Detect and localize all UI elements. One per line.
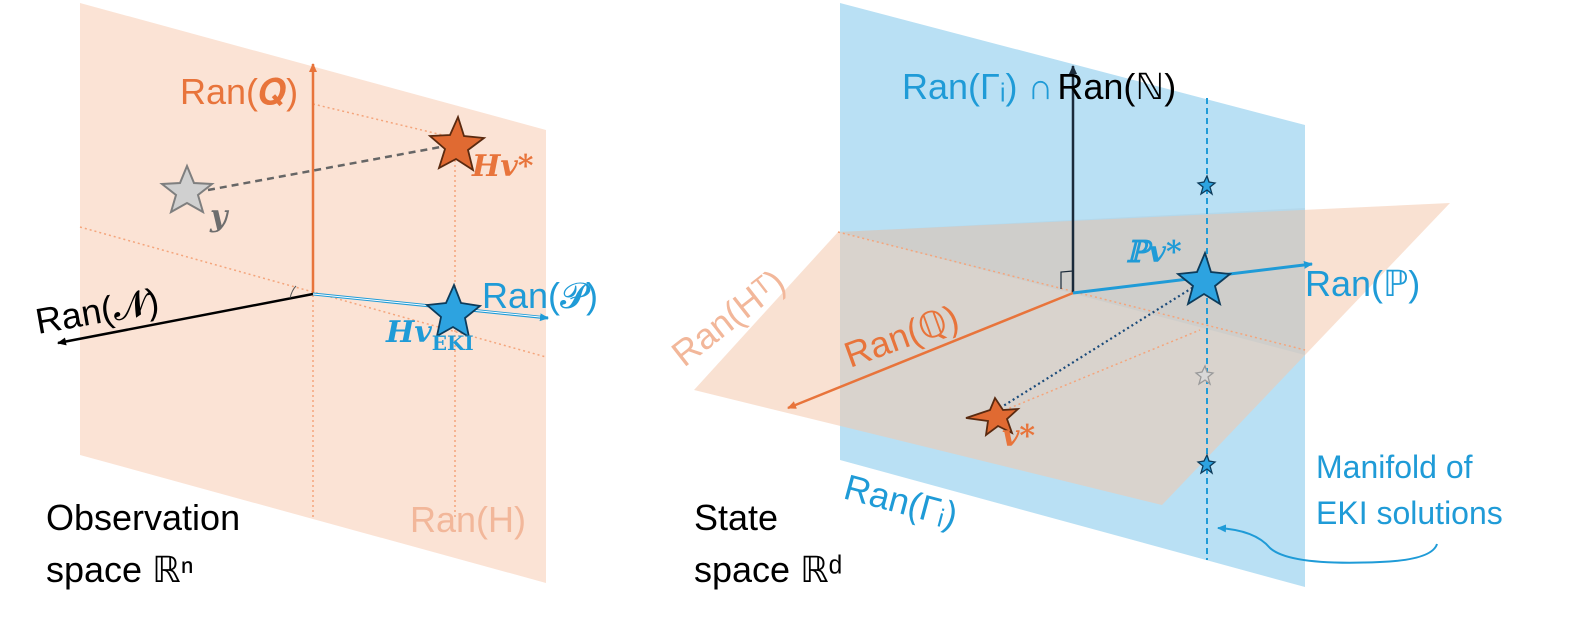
star-pv-label: ℙv*: [1126, 235, 1182, 270]
right-caption-line2: space ℝᵈ: [694, 549, 842, 590]
left-caption-line2: space ℝⁿ: [46, 549, 194, 590]
axis-ran-n: [57, 292, 314, 346]
star-y-icon: [159, 163, 215, 215]
small-star-gray-icon: [1194, 364, 1215, 386]
star-v-icon: [965, 396, 1021, 438]
projection-dotted-line: [999, 282, 1201, 409]
guide-line: [312, 103, 456, 139]
small-star-icon: [1196, 453, 1217, 475]
star-hv-icon: [427, 114, 487, 172]
left-caption-line1: Observation: [46, 497, 240, 538]
guide-line: [837, 231, 1306, 351]
small-star-icon: [1196, 174, 1217, 196]
axis-ran-q-label: Ran(𝑸): [180, 71, 298, 112]
axis-ran-q: [787, 291, 1074, 410]
star-pv-icon: [1175, 250, 1233, 306]
axis-ran-p-label: Ran(𝓟): [482, 275, 598, 316]
star-v-label: v*: [1002, 419, 1035, 454]
axis-top-label-b: Ran(ℕ): [1057, 66, 1176, 107]
right-angle-mark: [1060, 270, 1074, 289]
angle-mark: [289, 285, 297, 299]
left-panel-observation-space: Ran(𝑸) Ran(𝓝) Ran(𝓟) y Hv* HvEKI Ran(H) …: [32, 3, 598, 590]
manifold-pointer-arrow: [1217, 524, 1438, 564]
guide-line: [999, 329, 1201, 413]
projection-dashed-line: [207, 144, 447, 192]
star-hveki-main: Hv: [385, 315, 432, 350]
axis-ran-p-label: Ran(ℙ): [1305, 263, 1420, 304]
ht-plane: [694, 203, 1450, 505]
star-hveki-sub: EKI: [432, 331, 474, 355]
manifold-label-line2: EKI solutions: [1316, 495, 1503, 531]
star-hveki-icon: [424, 282, 483, 339]
axis-top-label-a: Ran(Γᵢ) ∩: [902, 66, 1053, 107]
right-panel-state-space: Ran(Γᵢ) ∩Ran(ℕ) ℙv* Ran(ℙ) Ran(ℚ) Ran(Hᵀ…: [664, 3, 1503, 590]
plane-ran-h-label: Ran(H): [410, 499, 526, 540]
star-hv-label: Hv*: [471, 149, 534, 184]
axis-top-label: Ran(Γᵢ) ∩Ran(ℕ): [902, 66, 1176, 107]
right-caption-line1: State: [694, 497, 778, 538]
star-hveki-label: HvEKI: [385, 315, 474, 355]
star-y-label: y: [209, 199, 230, 234]
manifold-label-line1: Manifold of: [1316, 449, 1473, 485]
